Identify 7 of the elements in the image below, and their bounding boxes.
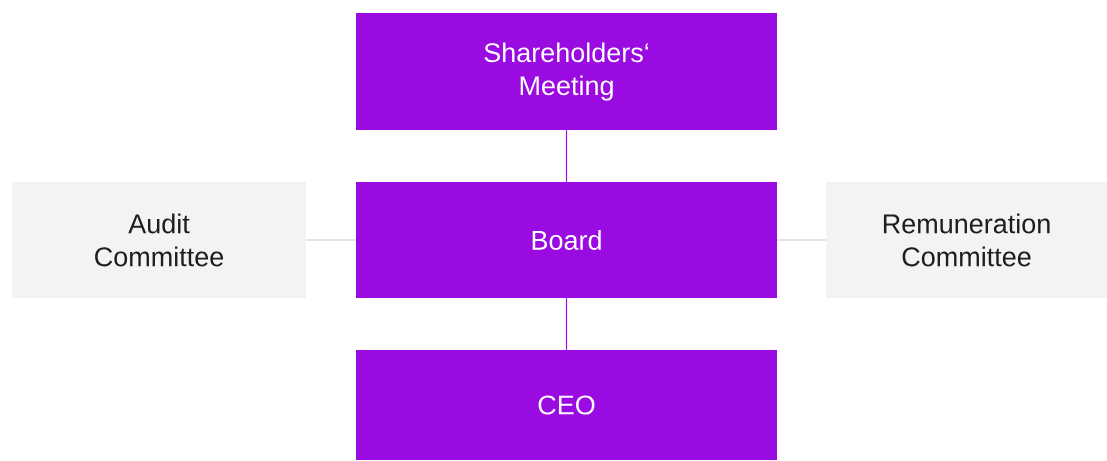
committee-box: Audit Committee <box>12 182 306 298</box>
org-box: Board <box>356 182 777 298</box>
connector-line <box>565 129 568 183</box>
connector-line <box>565 297 568 351</box>
org-box: Shareholders‘ Meeting <box>356 13 777 130</box>
org-box: CEO <box>356 350 777 460</box>
committee-box: Remuneration Committee <box>826 182 1107 298</box>
